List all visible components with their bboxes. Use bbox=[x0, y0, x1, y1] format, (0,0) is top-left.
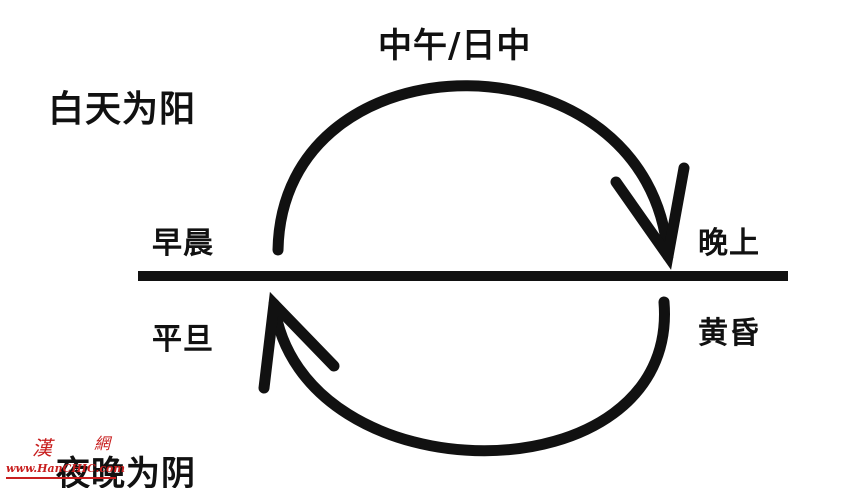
watermark-glyph-2: 網 bbox=[94, 434, 111, 453]
watermark-underline bbox=[6, 477, 116, 479]
upper-arrowhead-icon bbox=[610, 162, 690, 270]
label-sunset: 黄昏 bbox=[698, 316, 760, 351]
label-sunrise: 平旦 bbox=[152, 322, 214, 357]
label-dawn: 早晨 bbox=[152, 226, 214, 261]
watermark: 漢 網 www.HanCHIC.com bbox=[2, 432, 152, 482]
watermark-url: www.HanCHIC.com bbox=[6, 462, 126, 475]
watermark-glyph-1: 漢 bbox=[32, 436, 52, 460]
lower-arc bbox=[268, 296, 670, 457]
lower-arrowhead-icon bbox=[258, 291, 340, 394]
upper-arc bbox=[272, 80, 674, 262]
label-night-yin: 夜晚为阴 bbox=[56, 454, 196, 488]
label-noon: 中午/日中 bbox=[378, 26, 532, 66]
label-day-yang: 白天为阳 bbox=[48, 89, 197, 130]
label-dusk: 晚上 bbox=[698, 226, 760, 261]
